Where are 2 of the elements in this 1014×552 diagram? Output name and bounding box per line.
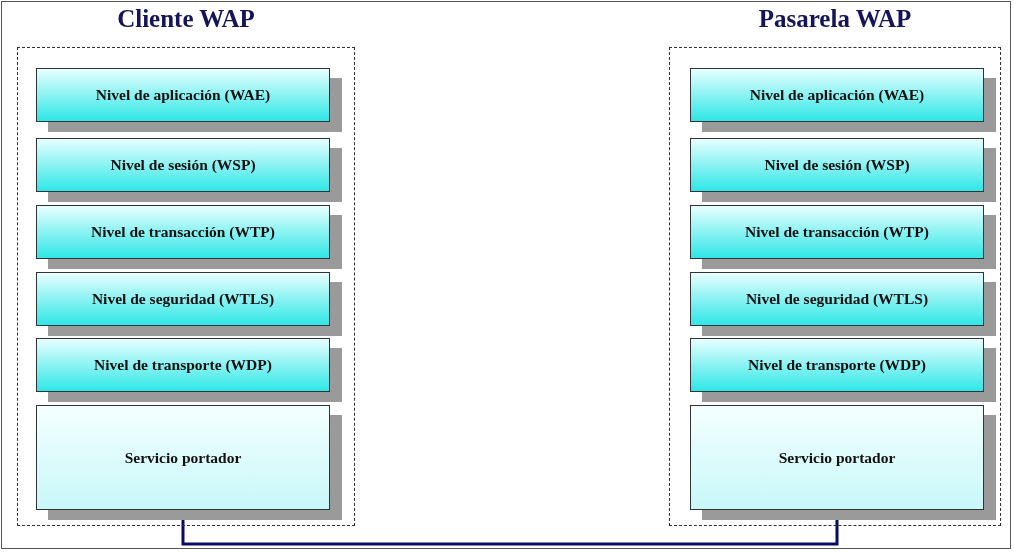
group-heading: Pasarela WAP <box>757 5 913 33</box>
group-heading: Cliente WAP <box>116 5 256 33</box>
